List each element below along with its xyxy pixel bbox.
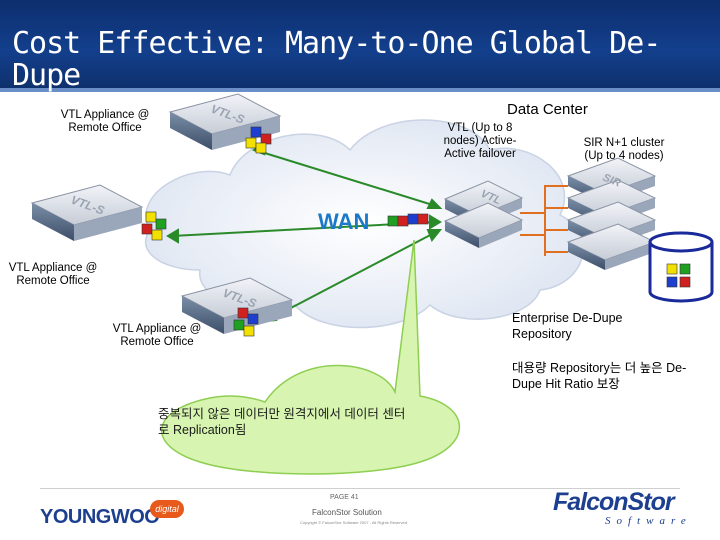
footer-solution: FalconStor Solution	[312, 508, 382, 517]
remote-office-label-2: VTL Appliance @ Remote Office	[8, 262, 98, 287]
network-diagram: VTL-S VTL-S VTL-S VTL	[30, 93, 714, 475]
callout-bubble	[160, 239, 461, 475]
data-blocks-remote-3	[233, 307, 259, 337]
data-blocks-remote-1	[245, 126, 272, 154]
remote-office-label-3: VTL Appliance @ Remote Office	[112, 323, 202, 348]
footer-copyright: Copyright © FalconStor Software 2007 - A…	[300, 520, 407, 525]
wan-label: WAN	[318, 209, 369, 234]
remote-appliance-1: VTL-S	[168, 93, 282, 150]
page-number: PAGE 41	[330, 494, 359, 501]
youngwoo-logo: YOUNGWOO	[40, 506, 160, 528]
slide-title: Cost Effective: Many-to-One Global De-Du…	[12, 26, 661, 93]
cluster-links	[520, 185, 568, 256]
data-blocks-repository	[666, 263, 691, 288]
falconstor-logo: FalconStor	[553, 488, 675, 516]
vtl-nodes-label: VTL (Up to 8 nodes) Active-Active failov…	[443, 122, 517, 160]
footer-divider	[40, 488, 680, 489]
vtl-node-stack: VTL	[443, 180, 524, 248]
callout-text: 중복되지 않은 데이터만 원격지에서 데이터 센터로 Replication됨	[158, 407, 406, 437]
data-blocks-wan	[387, 213, 429, 227]
title-bar	[0, 0, 720, 92]
data-blocks-remote-2	[141, 211, 167, 241]
remote-office-label-1: VTL Appliance @ Remote Office	[60, 109, 150, 134]
repository-note: 대용량 Repository는 더 높은 De-Dupe Hit Ratio 보…	[512, 361, 687, 391]
remote-appliance-2: VTL-S	[30, 184, 144, 241]
falconstor-logo-sub: Software	[605, 515, 692, 527]
repository-label: Enterprise De-Dupe Repository	[512, 311, 623, 341]
sir-cluster-stack: SIR	[566, 157, 657, 270]
data-center-label: Data Center	[507, 101, 588, 118]
youngwoo-logo-badge: digital	[150, 500, 184, 518]
sir-cluster-label: SIR N+1 cluster (Up to 4 nodes)	[583, 137, 665, 162]
